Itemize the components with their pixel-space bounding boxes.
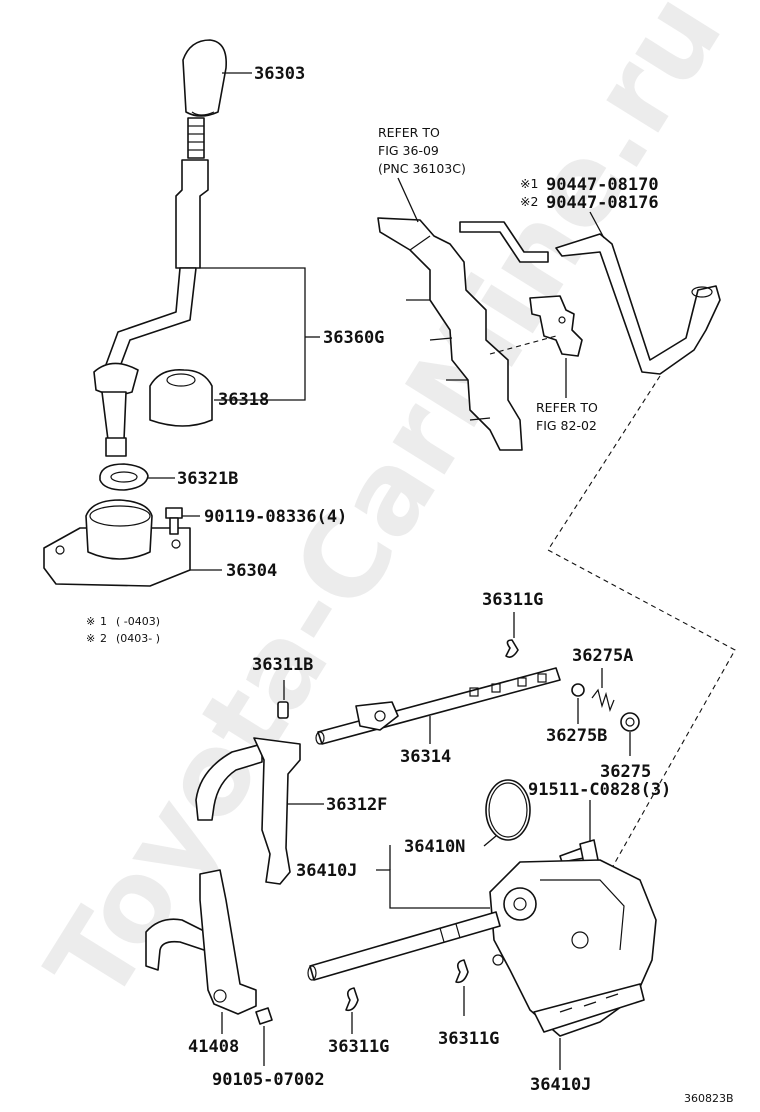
label-36275: 36275: [600, 762, 651, 782]
e-ring-top: [505, 639, 519, 658]
label-36410j-bottom: 36410J: [530, 1075, 591, 1095]
transmission-housing: [489, 859, 657, 1037]
svg-text:※1: ※1: [520, 176, 538, 191]
label-36410n: 36410N: [404, 837, 465, 857]
ref-fig-82-02: REFER TO FIG 82-02: [536, 400, 598, 433]
shift-rail: [315, 667, 561, 745]
label-36311g-left: 36311G: [328, 1037, 389, 1057]
svg-text:(0403- ): (0403- ): [116, 632, 160, 645]
label-36360g: 36360G: [323, 328, 384, 348]
lever-retainer-housing: [43, 499, 191, 587]
svg-text:FIG 36-09: FIG 36-09: [378, 143, 439, 158]
flange-bolt: [559, 839, 599, 865]
note-1: ※ 1 ( -0403): [86, 615, 160, 628]
hose-bracket: [529, 295, 583, 357]
fork-bolt: [255, 1007, 273, 1025]
detent-plug: [620, 712, 640, 732]
detent-ball: [571, 683, 585, 697]
label-90105: 90105-07002: [212, 1070, 325, 1090]
label-36311g-right: 36311G: [438, 1029, 499, 1049]
svg-text:※: ※: [86, 615, 95, 628]
label-36318: 36318: [218, 390, 269, 410]
label-91511: 91511-C0828(3): [528, 780, 671, 800]
label-36312f: 36312F: [326, 795, 387, 815]
label-36304: 36304: [226, 561, 277, 581]
e-ring-right: [455, 959, 469, 984]
svg-text:※2: ※2: [520, 194, 538, 209]
label-90119: 90119-08336(4): [204, 507, 347, 527]
label-36311b: 36311B: [252, 655, 313, 675]
slotted-pin: [277, 701, 289, 719]
shift-lever: [93, 117, 209, 457]
shift-fork-upper: [195, 737, 301, 885]
figure-code: 360823B: [684, 1092, 734, 1105]
svg-text:1: 1: [100, 615, 107, 628]
e-ring-left: [345, 987, 359, 1012]
svg-text:2: 2: [100, 632, 107, 645]
svg-text:( -0403): ( -0403): [116, 615, 160, 628]
label-36321b: 36321B: [177, 469, 238, 489]
label-36275b: 36275B: [546, 726, 607, 746]
svg-text:FIG 82-02: FIG 82-02: [536, 418, 597, 433]
label-36303: 36303: [254, 64, 305, 84]
housing-bolt: [165, 507, 183, 535]
svg-text:(PNC 36103C): (PNC 36103C): [378, 161, 466, 176]
label-36314: 36314: [400, 747, 451, 767]
breather-hose: [459, 221, 721, 375]
snap-ring: [99, 463, 149, 491]
label-90447: ※1 90447-08170 ※2 90447-08176: [520, 175, 659, 213]
detent-spring: [591, 688, 615, 712]
svg-text:REFER TO: REFER TO: [536, 400, 598, 415]
o-ring: [485, 779, 531, 841]
shift-fork-lower: [145, 869, 257, 1015]
ref-fig-36-09: REFER TO FIG 36-09 (PNC 36103C): [378, 125, 466, 176]
svg-text:90447-08170: 90447-08170: [546, 175, 659, 195]
shift-knob: [182, 39, 227, 117]
label-41408: 41408: [188, 1037, 239, 1057]
select-shaft: [307, 911, 501, 981]
svg-text:※: ※: [86, 632, 95, 645]
shift-boot: [149, 369, 213, 427]
label-36311g-top: 36311G: [482, 590, 543, 610]
body-panel: [377, 217, 523, 451]
label-36410j-mid: 36410J: [296, 861, 357, 881]
note-2: ※ 2 (0403- ): [86, 632, 160, 645]
svg-text:90447-08176: 90447-08176: [546, 193, 659, 213]
label-36275a: 36275A: [572, 646, 633, 666]
svg-text:REFER TO: REFER TO: [378, 125, 440, 140]
